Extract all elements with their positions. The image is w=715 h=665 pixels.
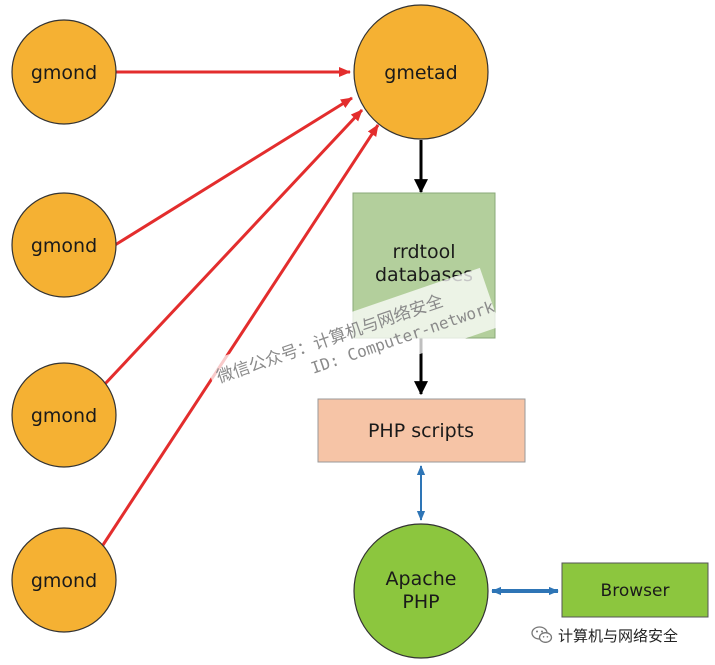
gmond-node-1: gmond	[11, 19, 117, 125]
gmond-label-1: gmond	[31, 62, 97, 84]
gmond-label-4: gmond	[31, 570, 97, 592]
php-scripts-box: PHP scripts	[317, 398, 526, 463]
apache-label-line1: Apache	[386, 568, 457, 590]
php-scripts-label: PHP scripts	[368, 420, 474, 442]
browser-box: Browser	[561, 562, 709, 618]
gmond-node-4: gmond	[11, 527, 117, 633]
arrow-gmond-4-to-gmetad	[99, 124, 380, 549]
arrow-gmond-2-to-gmetad	[114, 96, 353, 247]
browser-label: Browser	[601, 581, 670, 601]
gmond-node-2: gmond	[11, 192, 117, 298]
arrow-gmond-3-to-gmetad	[102, 108, 364, 387]
gmetad-label: gmetad	[384, 62, 457, 84]
gmetad-node: gmetad	[353, 4, 489, 140]
rrdtool-label-line1: rrdtool	[393, 241, 456, 263]
wechat-icon	[531, 626, 553, 643]
gmond-label-3: gmond	[31, 405, 97, 427]
apache-php-node: Apache PHP	[353, 523, 489, 659]
apache-label-line2: PHP	[402, 591, 439, 613]
footer-branding: 计算机与网络安全	[531, 623, 678, 647]
gmond-node-3: gmond	[11, 362, 117, 468]
gmond-label-2: gmond	[31, 235, 97, 257]
footer-text: 计算机与网络安全	[558, 626, 679, 645]
